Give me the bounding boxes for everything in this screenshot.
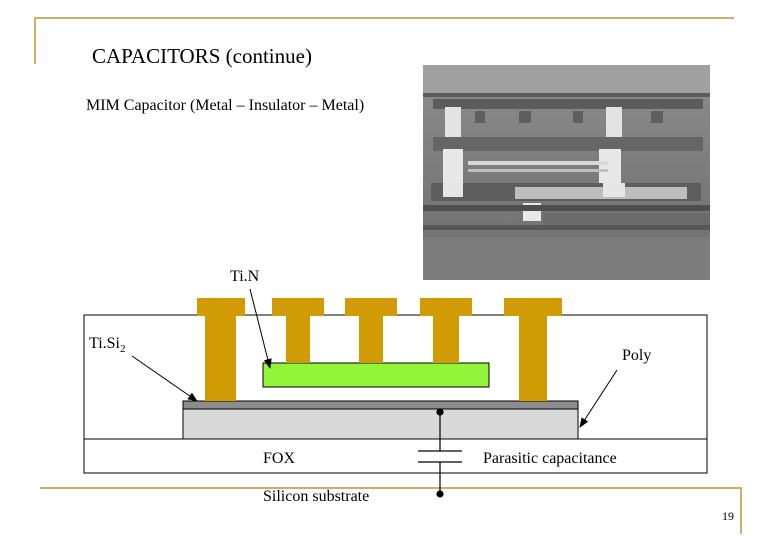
parasitic-capacitance-label: Parasitic capacitance — [483, 450, 617, 467]
slide-title: CAPACITORS (continue) — [92, 44, 312, 68]
fox-region — [182, 407, 579, 440]
tisi2-label: Ti.Si2 — [89, 335, 126, 355]
tisi2-label-base: Ti.Si — [89, 335, 120, 352]
page-number: 19 — [722, 509, 734, 523]
metal-contact — [420, 298, 472, 363]
top-rule — [34, 17, 734, 19]
fox-label: FOX — [263, 450, 296, 467]
metal-contact — [197, 298, 245, 401]
tisi2-label-subscript: 2 — [120, 343, 126, 356]
tin-arrow — [249, 288, 272, 369]
left-rule — [34, 17, 36, 64]
metal-contact — [272, 298, 324, 363]
metal-contact — [504, 298, 562, 401]
silicon-substrate-label: Silicon substrate — [263, 488, 370, 505]
sem-micrograph — [423, 65, 710, 280]
poly-label: Poly — [622, 347, 652, 364]
parasitic-capacitor-symbol — [418, 408, 462, 498]
slide-subtitle: MIM Capacitor (Metal – Insulator – Metal… — [86, 97, 365, 114]
poly-arrow — [579, 369, 618, 428]
right-rule — [740, 487, 742, 534]
metal-contact — [345, 298, 397, 363]
mim-top-plate — [262, 362, 490, 388]
poly-layer — [182, 400, 579, 410]
bottom-rule — [40, 487, 740, 489]
tin-label: Ti.N — [230, 268, 260, 285]
tisi2-arrow — [131, 355, 198, 402]
